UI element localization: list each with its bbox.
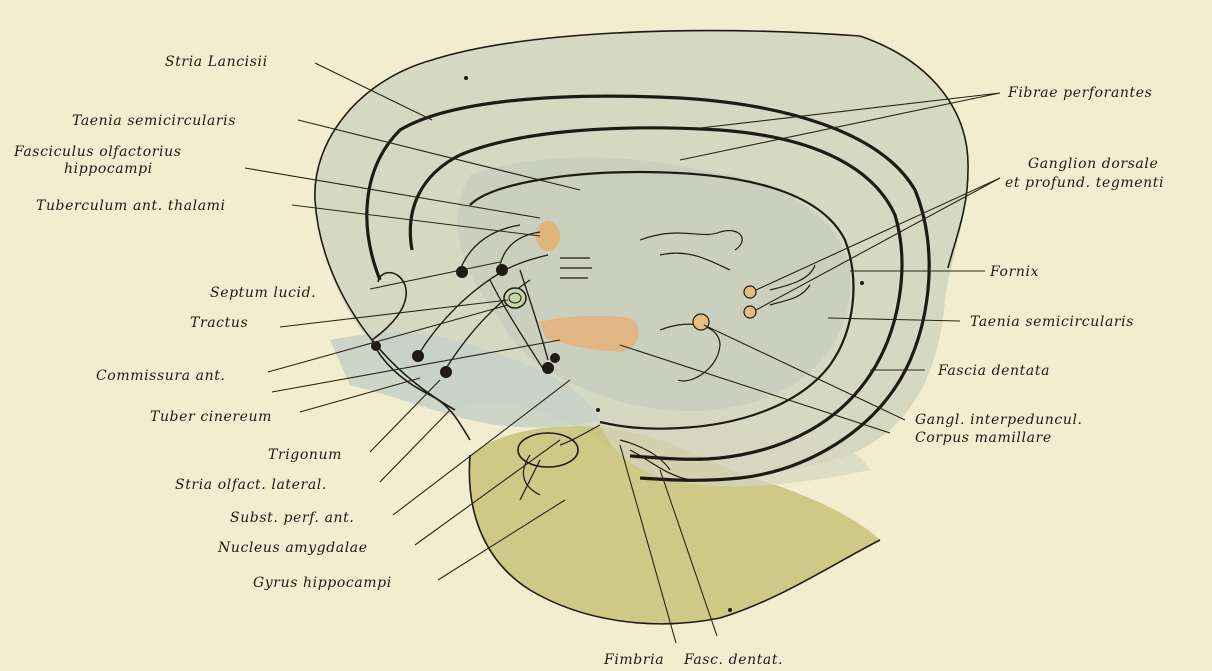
label-stria-olfact-lateral: Stria olfact. lateral.	[175, 477, 327, 493]
label-subst-perf-ant: Subst. perf. ant.	[230, 510, 354, 526]
label-et-profund-tegmenti: et profund. tegmenti	[1005, 175, 1164, 191]
label-fibrae-perforantes: Fibrae perforantes	[1007, 85, 1152, 101]
label-hippocampi: hippocampi	[64, 161, 153, 177]
ink-dot	[860, 281, 864, 285]
label-tractus: Tractus	[190, 315, 248, 331]
fiber-dot	[412, 350, 424, 362]
label-tuber-cinereum: Tuber cinereum	[150, 409, 272, 425]
label-trigonum: Trigonum	[268, 447, 342, 463]
label-stria-lancisii: Stria Lancisii	[165, 54, 268, 70]
ink-dot	[596, 408, 600, 412]
label-gyrus-hippocampi: Gyrus hippocampi	[253, 575, 392, 591]
label-corpus-mamillare: Corpus mamillare	[915, 430, 1052, 446]
fiber-dot	[542, 362, 554, 374]
gangl-interpeduncul-circle	[693, 314, 709, 330]
label-fornix: Fornix	[989, 264, 1039, 280]
ganglion-profund-circle	[744, 306, 756, 318]
label-fasc-dentat: Fasc. dentat.	[683, 652, 783, 668]
label-fasciculus-olfactorius: Fasciculus olfactorius	[13, 144, 182, 160]
label-ganglion-dorsale: Ganglion dorsale	[1028, 156, 1158, 172]
leader-stria-olfact	[380, 410, 450, 482]
ink-dot	[464, 76, 468, 80]
label-gangl-interpeduncul: Gangl. interpeduncul.	[915, 412, 1083, 428]
ganglion-dorsale-circle	[744, 286, 756, 298]
label-fascia-dentata: Fascia dentata	[937, 363, 1050, 379]
fiber-dot	[550, 353, 560, 363]
label-taenia-semicircularis-right: Taenia semicircularis	[970, 314, 1134, 330]
fiber-dot	[440, 366, 452, 378]
label-commissura-ant: Commissura ant.	[96, 368, 225, 384]
label-fimbria: Fimbria	[603, 652, 664, 668]
label-taenia-semicircularis-left: Taenia semicircularis	[72, 113, 236, 129]
fiber-dot	[456, 266, 468, 278]
label-nucleus-amygdalae: Nucleus amygdalae	[217, 540, 368, 556]
fiber-dot	[496, 264, 508, 276]
label-septum-lucid: Septum lucid.	[210, 285, 316, 301]
ink-dot	[728, 608, 732, 612]
label-tuberculum-ant-thalami: Tuberculum ant. thalami	[36, 198, 226, 214]
